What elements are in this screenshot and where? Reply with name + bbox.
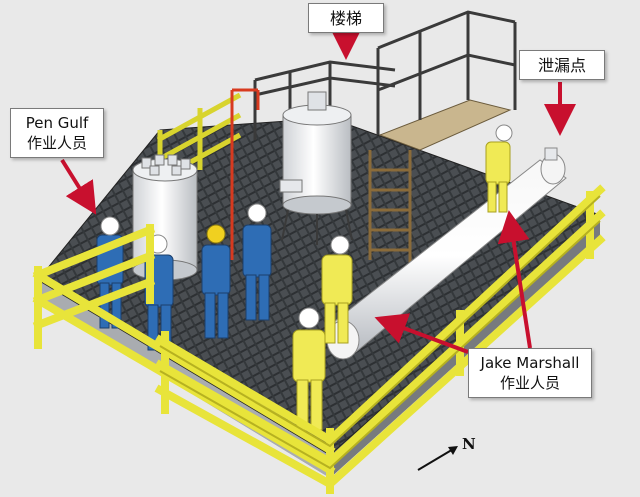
label-stairs: 楼梯 [308,3,384,33]
safety-shower [230,88,260,260]
center-vessel [279,91,353,245]
north-label: N [462,435,476,453]
north-arrow-icon [417,446,458,471]
label-jake-marshall-name: Jake Marshall [480,354,580,372]
label-leak-point-text: 泄漏点 [537,56,586,75]
label-pen-gulf-role: 作业人员 [26,134,87,153]
front-right-railing [154,184,606,494]
worker-jake-marshall-group [292,124,513,431]
label-leak-point: 泄漏点 [519,50,605,80]
label-pen-gulf-name: Pen Gulf [25,114,89,132]
label-jake-marshall-role: 作业人员 [499,374,560,393]
label-pen-gulf: Pen Gulf 作业人员 [10,108,104,158]
left-vessel [132,154,198,281]
label-stairs-text: 楼梯 [329,9,362,28]
staircase [368,10,517,265]
label-jake-marshall: Jake Marshall 作业人员 [468,348,592,398]
callout-arrows [60,28,576,354]
